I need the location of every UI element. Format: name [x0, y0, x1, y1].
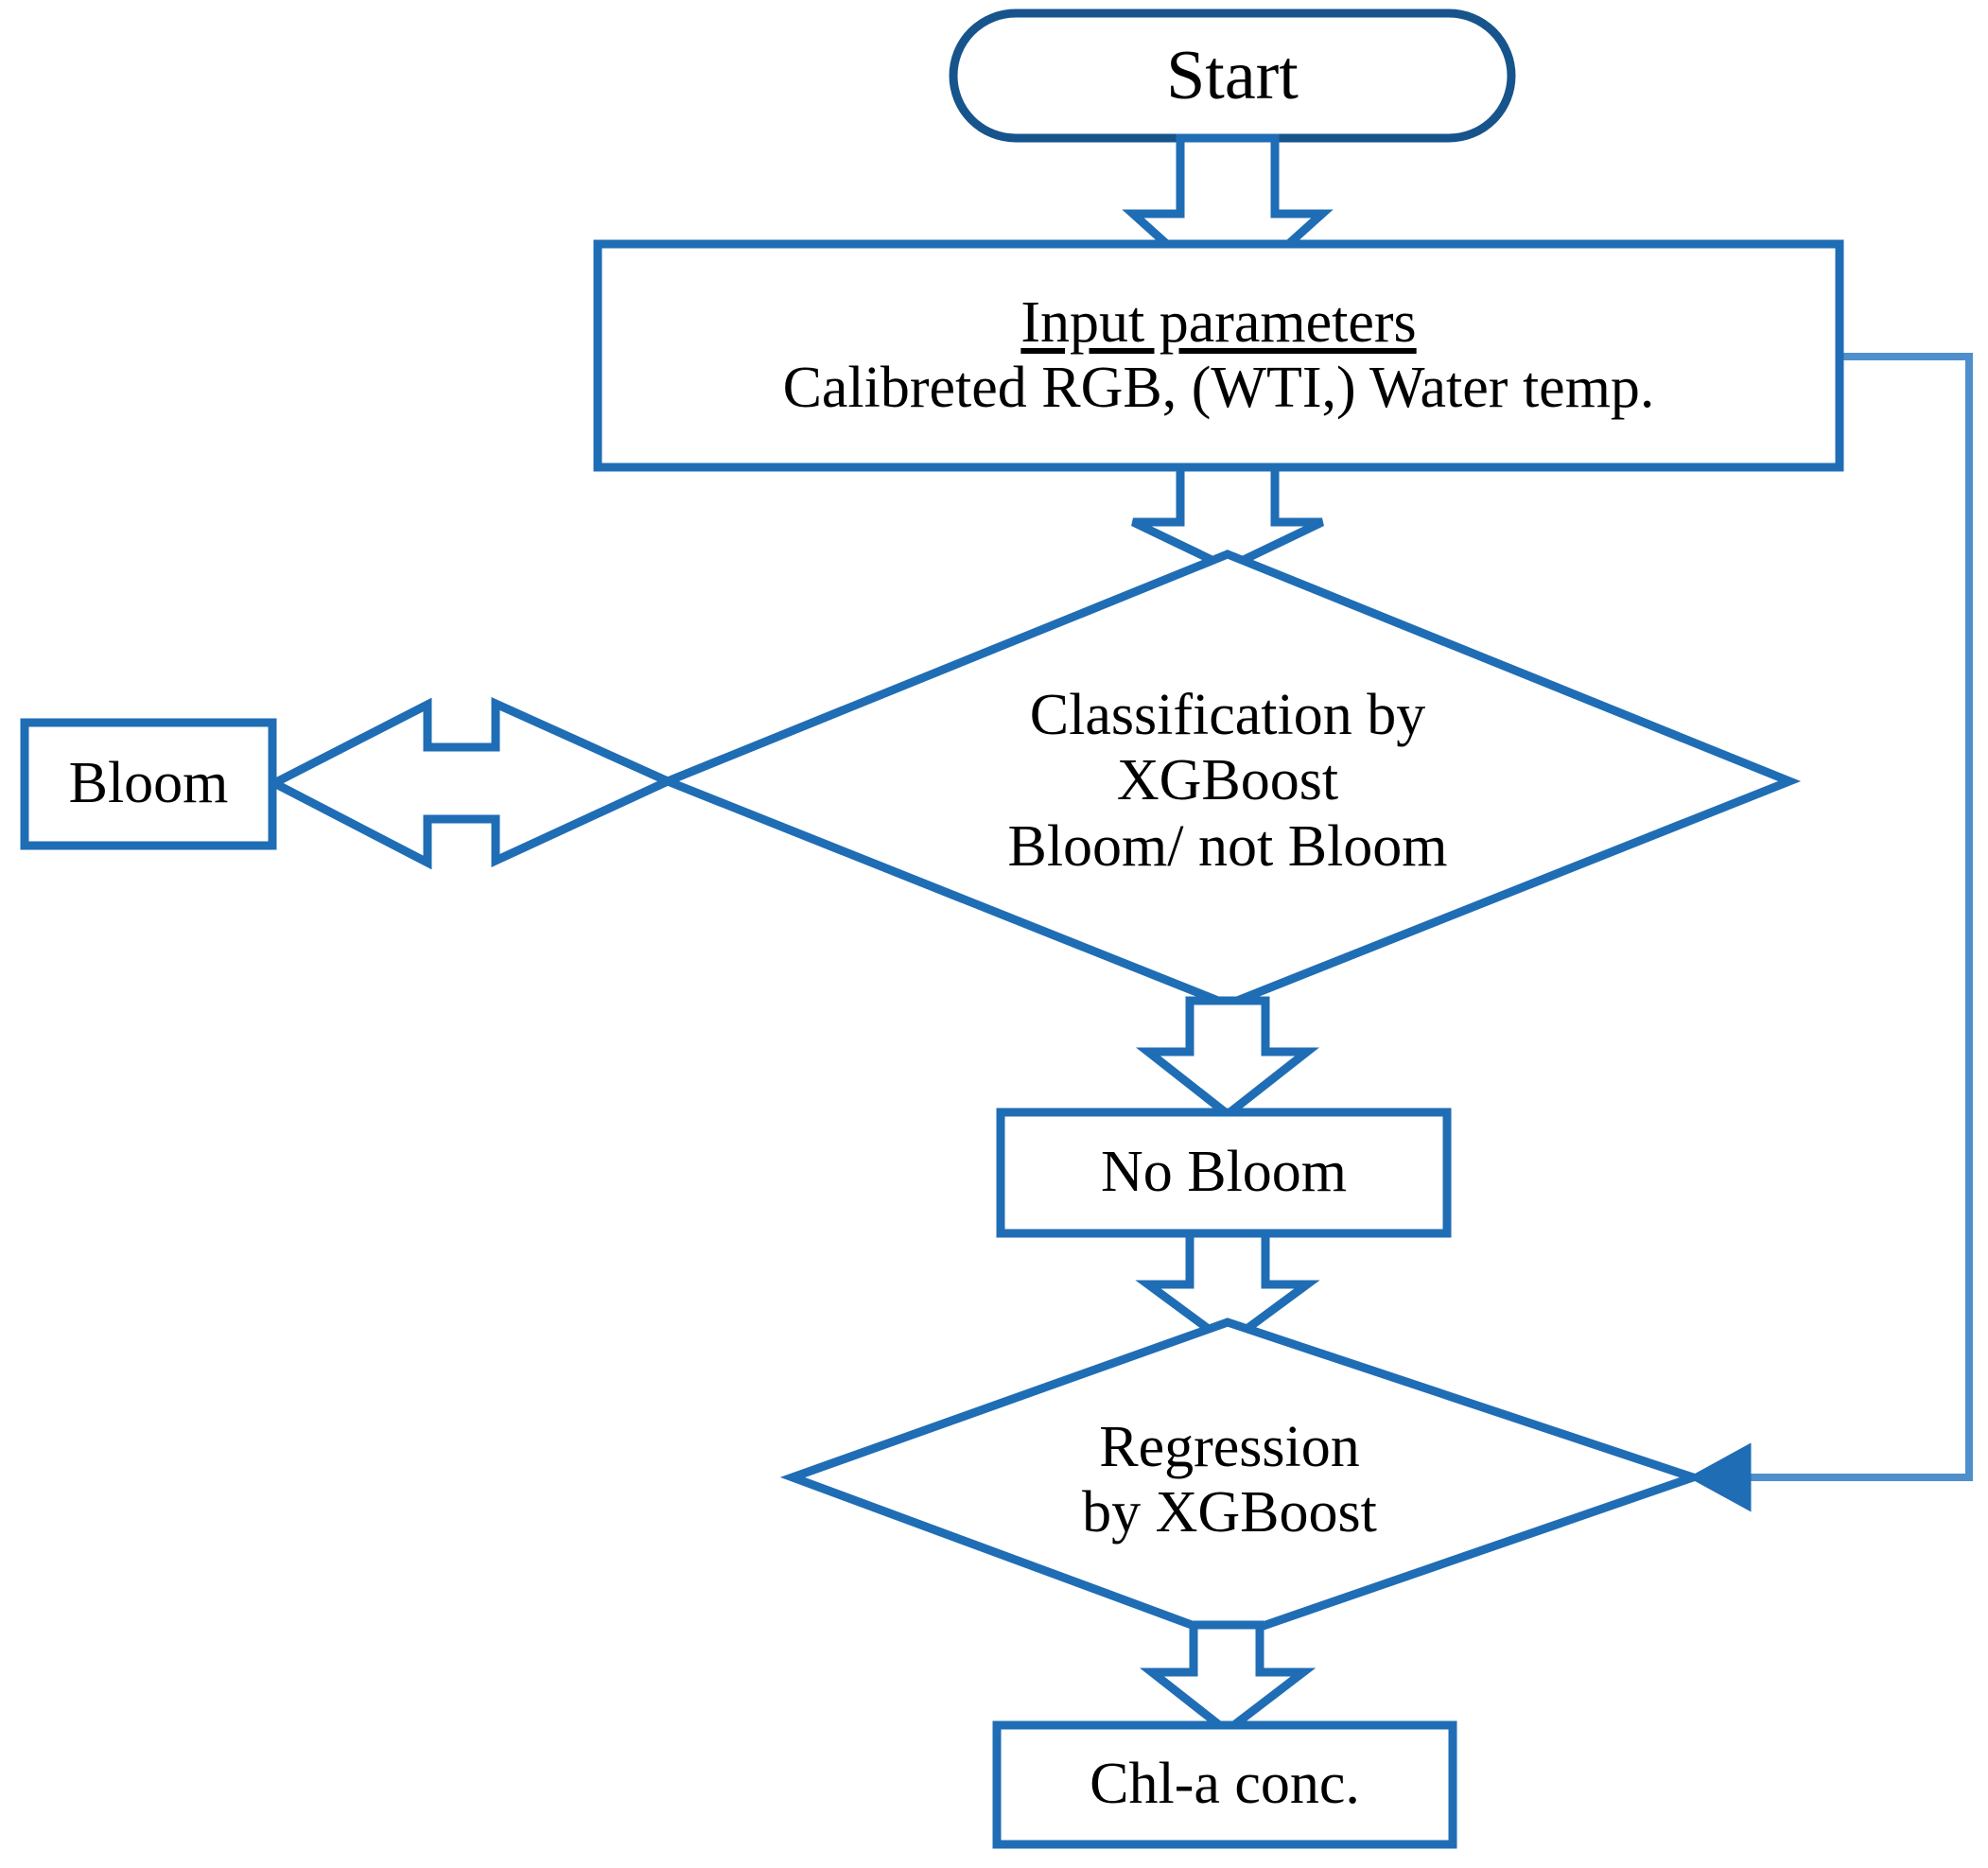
node-start[interactable]: [949, 9, 1516, 143]
node-regression[interactable]: [779, 1318, 1707, 1643]
edge-input-to-classification: [1131, 463, 1324, 572]
node-no-bloom[interactable]: [996, 1108, 1452, 1238]
node-chl-a[interactable]: [992, 1720, 1457, 1849]
edge-regression-to-chl-a: [1139, 1620, 1317, 1737]
node-input-parameters[interactable]: [593, 239, 1844, 472]
edge-classification-to-bloom: [265, 697, 678, 870]
edge-input-to-regression: [1687, 353, 1973, 1512]
node-bloom[interactable]: [20, 718, 277, 850]
edge-classification-to-no-bloom: [1135, 996, 1320, 1120]
node-classification[interactable]: [655, 550, 1802, 1009]
edge-no-bloom-to-regression: [1135, 1229, 1320, 1349]
